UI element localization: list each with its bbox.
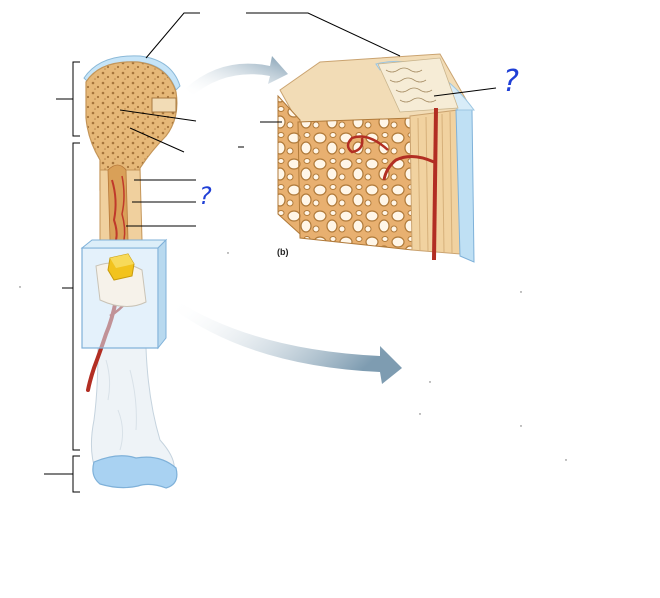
diaphysis-bracket: [62, 142, 80, 451]
handwritten-question-mark: ?: [199, 182, 212, 210]
spongy-bone-block: [277, 53, 475, 263]
cutaway-box: [80, 238, 168, 350]
arrow-to-panel-b: [186, 56, 288, 96]
handwritten-question-mark: ?: [503, 64, 519, 99]
stray-marks: [19, 252, 567, 461]
epiphysis-bracket-proximal: [56, 61, 80, 137]
panel-label-b: (b): [277, 247, 289, 257]
epiphysis-bracket-distal: [44, 455, 80, 493]
leader-lines: [119, 12, 497, 227]
arrow-to-panel-c: [172, 300, 402, 384]
long-bone: [83, 55, 181, 489]
articular-cartilage-distal: [92, 455, 178, 489]
blood-vessel-panel-b: [432, 107, 438, 261]
proximal-epiphysis: [85, 61, 178, 191]
diaphysis-lower: [90, 347, 175, 473]
